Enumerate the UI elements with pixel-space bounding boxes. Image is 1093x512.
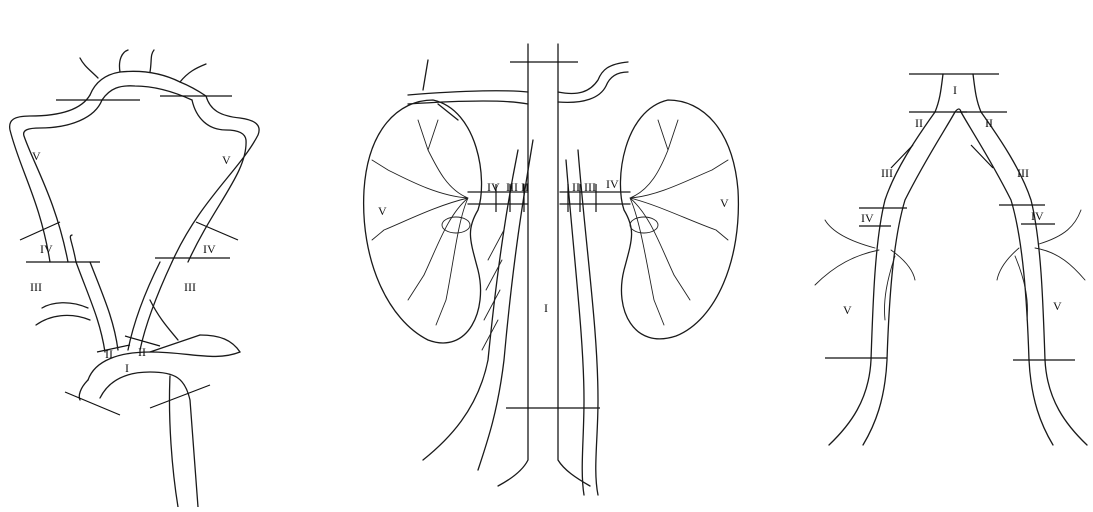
label-II-right: II (985, 116, 993, 130)
label-IV-right: IV (1031, 209, 1044, 223)
label-III-right: III (184, 280, 196, 294)
label-I: I (544, 301, 548, 315)
label-V-left: V (32, 149, 41, 163)
label-I: I (953, 83, 957, 97)
label-II-left: II (915, 116, 923, 130)
renal-diagram: I II III IV V II III IV V (328, 0, 773, 507)
label-IV-left: IV (40, 242, 53, 256)
label-V-right: V (222, 153, 231, 167)
iliac-diagram: I II II III III IV IV V V (795, 0, 1093, 507)
label-III-right: III (1017, 166, 1029, 180)
label-II-right: II (138, 345, 146, 359)
panel-renal: I II III IV V II III IV V (328, 0, 773, 507)
label-I: I (125, 361, 129, 375)
label-IV-left: IV (487, 180, 500, 194)
label-V-right: V (720, 196, 729, 210)
label-II-left: II (105, 347, 113, 361)
panel-iliac: I II II III III IV IV V V (795, 0, 1093, 507)
label-IV-left: IV (861, 211, 874, 225)
label-V-left: V (843, 303, 852, 317)
label-II-right: II (572, 180, 580, 194)
label-III-left: III (506, 180, 518, 194)
label-III-left: III (881, 166, 893, 180)
label-II-left: II (521, 180, 529, 194)
label-III-right: III (584, 180, 596, 194)
label-V-right: V (1053, 299, 1062, 313)
label-V-left: V (378, 204, 387, 218)
aortic-arch-diagram: I II II III III IV IV V V (0, 0, 300, 507)
label-IV-right: IV (203, 242, 216, 256)
label-III-left: III (30, 280, 42, 294)
panel-aortic-arch: I II II III III IV IV V V (0, 0, 300, 507)
label-IV-right: IV (606, 177, 619, 191)
